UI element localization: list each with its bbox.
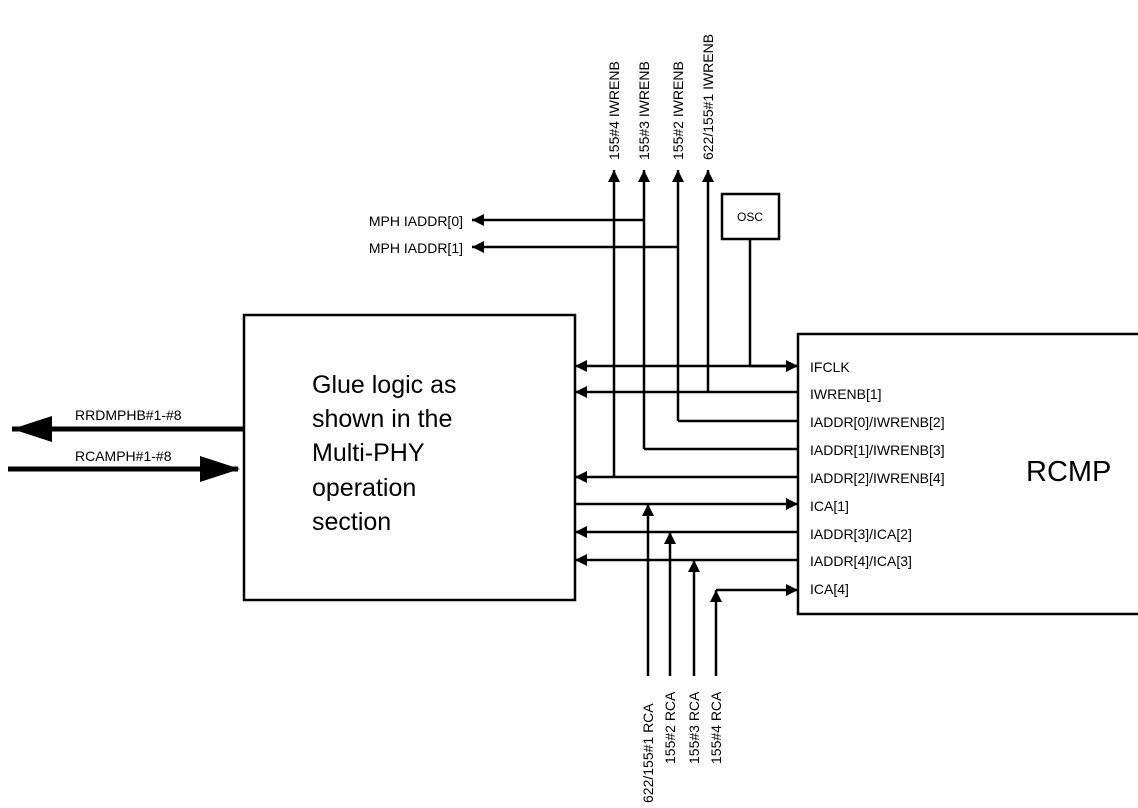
port-iaddr4: IADDR[4]/ICA[3] bbox=[810, 553, 912, 569]
rcmp-block bbox=[796, 332, 1138, 616]
rcamph-arrowhead bbox=[200, 456, 240, 482]
glue-line-3: Multi-PHY bbox=[312, 439, 425, 467]
top-label-155-4: 155#4 IWRENB bbox=[606, 61, 622, 160]
port-iwrenb1: IWRENB[1] bbox=[810, 386, 882, 402]
osc-block bbox=[720, 192, 781, 241]
rrdmphb-label: RRDMPHB#1-#8 bbox=[75, 407, 182, 423]
rcamph-label: RCAMPH#1-#8 bbox=[75, 448, 172, 464]
port-iaddr0: IADDR[0]/IWRENB[2] bbox=[810, 414, 945, 430]
bottom-label-155-2: 155#2 RCA bbox=[662, 691, 678, 764]
port-ica1: ICA[1] bbox=[810, 498, 849, 514]
port-iaddr3: IADDR[3]/ICA[2] bbox=[810, 526, 912, 542]
top-label-155-3: 155#3 IWRENB bbox=[636, 61, 652, 160]
port-iaddr1: IADDR[1]/IWRENB[3] bbox=[810, 442, 945, 458]
glue-line-2: shown in the bbox=[312, 405, 452, 433]
bottom-label-155-4: 155#4 RCA bbox=[708, 691, 724, 764]
glue-line-1: Glue logic as bbox=[312, 371, 457, 399]
port-ica4: ICA[4] bbox=[810, 581, 849, 597]
top-label-155-2: 155#2 IWRENB bbox=[670, 61, 686, 160]
rrdmphb-arrowhead bbox=[12, 416, 52, 442]
mph-iaddr1-label: MPH IADDR[1] bbox=[369, 240, 463, 256]
osc-label: OSC bbox=[737, 210, 763, 224]
rcmp-title: RCMP bbox=[1026, 456, 1111, 488]
bottom-label-155-3: 155#3 RCA bbox=[686, 691, 702, 764]
top-label-622-155-1: 622/155#1 IWRENB bbox=[700, 34, 716, 160]
glue-logic-block bbox=[242, 313, 577, 602]
port-iaddr2: IADDR[2]/IWRENB[4] bbox=[810, 470, 945, 486]
glue-line-4: operation bbox=[312, 474, 416, 502]
bottom-label-622-155-1: 622/155#1 RCA bbox=[640, 703, 656, 803]
mph-iaddr0-label: MPH IADDR[0] bbox=[369, 213, 463, 229]
port-ifclk: IFCLK bbox=[810, 359, 850, 375]
glue-line-5: section bbox=[312, 508, 391, 536]
